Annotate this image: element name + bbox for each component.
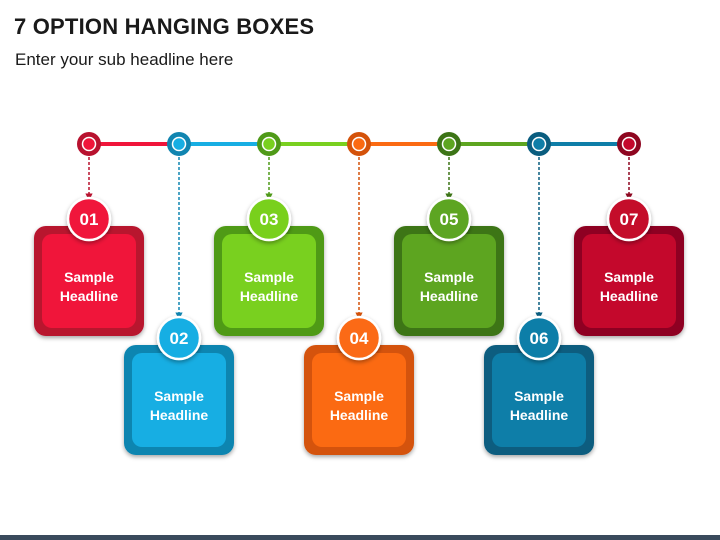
timeline-node-dot — [531, 136, 547, 152]
option-label-line2: Headline — [330, 407, 389, 423]
timeline-node-dot — [261, 136, 277, 152]
option-label-line2: Headline — [510, 407, 569, 423]
slide-subtitle: Enter your sub headline here — [15, 50, 234, 69]
option-number-badge — [246, 196, 292, 242]
option-label-line1: Sample — [424, 269, 474, 285]
timeline-node-dot — [171, 136, 187, 152]
timeline — [77, 132, 641, 320]
option-label-line1: Sample — [334, 388, 384, 404]
option-box — [42, 234, 136, 328]
option-label-line2: Headline — [60, 288, 119, 304]
option-box — [132, 353, 226, 447]
option-number: 02 — [170, 329, 189, 348]
option-box — [492, 353, 586, 447]
option-number-badge — [336, 315, 382, 361]
option-label-line1: Sample — [154, 388, 204, 404]
option-number: 05 — [440, 210, 459, 229]
option-label-line2: Headline — [600, 288, 659, 304]
timeline-node-dot — [621, 136, 637, 152]
option-number-badge — [66, 196, 112, 242]
option-number: 03 — [260, 210, 279, 229]
option-number: 01 — [80, 210, 99, 229]
option-number-badge — [156, 315, 202, 361]
option-number: 04 — [350, 329, 369, 348]
bottom-bar — [0, 535, 720, 540]
option-box — [222, 234, 316, 328]
boxes-group: SampleHeadline01SampleHeadline02SampleHe… — [34, 196, 684, 455]
timeline-node-dot — [351, 136, 367, 152]
option-box — [582, 234, 676, 328]
option-label-line2: Headline — [150, 407, 209, 423]
timeline-node-dot — [441, 136, 457, 152]
option-number-badge — [516, 315, 562, 361]
option-box — [312, 353, 406, 447]
option-label-line1: Sample — [604, 269, 654, 285]
option-label-line1: Sample — [514, 388, 564, 404]
option-number-badge — [426, 196, 472, 242]
slide-title: 7 OPTION HANGING BOXES — [14, 14, 315, 39]
option-number-badge — [606, 196, 652, 242]
option-number: 06 — [530, 329, 549, 348]
option-label-line1: Sample — [244, 269, 294, 285]
option-label-line1: Sample — [64, 269, 114, 285]
option-label-line2: Headline — [420, 288, 479, 304]
timeline-node-dot — [81, 136, 97, 152]
option-label-line2: Headline — [240, 288, 299, 304]
option-box — [402, 234, 496, 328]
option-number: 07 — [620, 210, 639, 229]
